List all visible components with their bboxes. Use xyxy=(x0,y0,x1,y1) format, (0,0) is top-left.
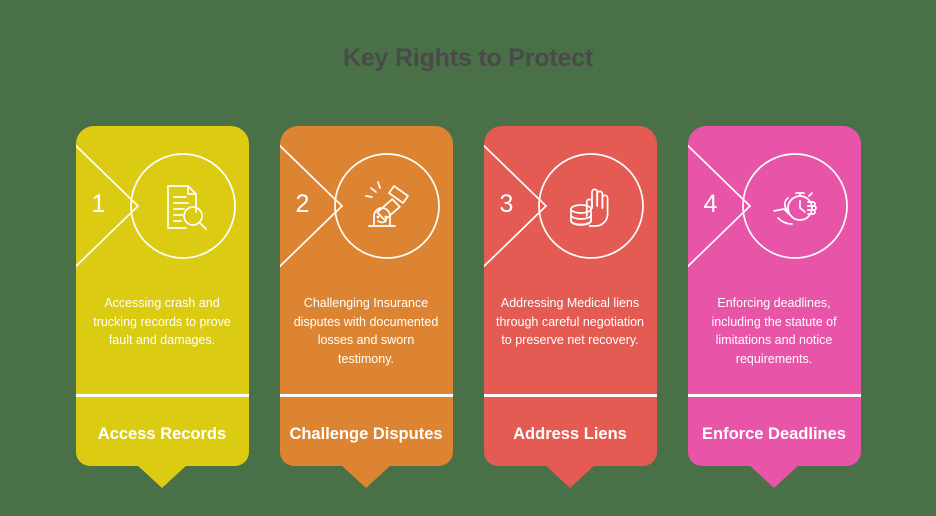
card-graphic: 2 xyxy=(279,126,453,286)
card-body xyxy=(687,126,861,466)
card-graphic: 1 xyxy=(75,126,249,286)
document-search-icon xyxy=(154,178,212,236)
card-number: 1 xyxy=(91,190,106,218)
card-description: Addressing Medical liens through careful… xyxy=(495,296,645,347)
card-pointer xyxy=(340,464,392,488)
card-label: Access Records xyxy=(97,425,227,444)
card-divider xyxy=(279,394,453,397)
page-title: Key Rights to Protect xyxy=(343,44,593,72)
card-body xyxy=(279,126,453,466)
card-description: Accessing crash and trucking records to … xyxy=(93,296,231,347)
card-divider xyxy=(483,394,657,397)
gavel-verdict-icon xyxy=(358,178,416,236)
card-pointer xyxy=(136,464,188,488)
card-label: Address Liens xyxy=(513,425,627,444)
card-graphic: 4 xyxy=(687,126,861,286)
card-label: Enforce Deadlines xyxy=(702,425,846,444)
card-pointer xyxy=(544,464,596,488)
card-body xyxy=(75,126,249,466)
card-number: 3 xyxy=(499,190,514,218)
card-number: 4 xyxy=(703,190,718,218)
hand-coins-icon xyxy=(562,178,620,236)
card-pointer xyxy=(748,464,800,488)
card-divider xyxy=(687,394,861,397)
card-body xyxy=(483,126,657,466)
card-description: Challenging Insurance disputes with docu… xyxy=(293,296,439,366)
card-graphic: 3 xyxy=(483,126,657,286)
hand-stopwatch-icon xyxy=(766,178,824,236)
card-label: Challenge Disputes xyxy=(289,425,443,444)
card-divider xyxy=(75,394,249,397)
card-description: Enforcing deadlines, including the statu… xyxy=(711,296,837,366)
card-number: 2 xyxy=(295,190,310,218)
